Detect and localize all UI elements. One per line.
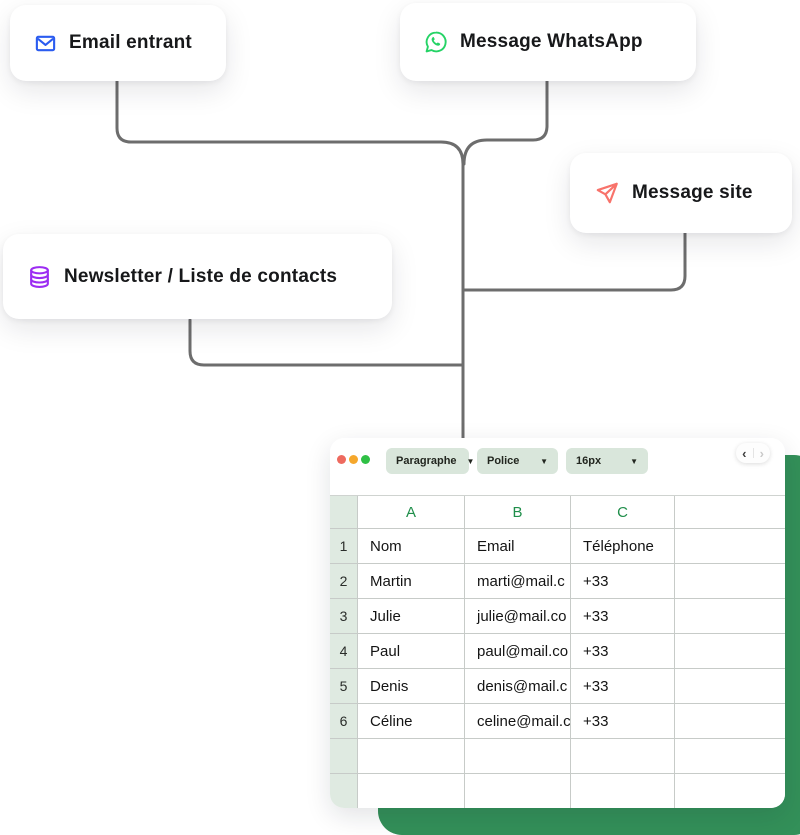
font-size-dropdown[interactable]: 16px ▼ [566, 448, 648, 474]
paragraph-style-value: Paragraphe [396, 455, 457, 467]
nav-divider [752, 448, 754, 458]
cell[interactable] [675, 529, 785, 564]
paragraph-style-dropdown[interactable]: Paragraphe ▼ [386, 448, 474, 474]
cell[interactable]: Nom [358, 529, 465, 564]
corner-cell [330, 496, 358, 529]
connector-site [461, 231, 687, 292]
cell[interactable] [675, 564, 785, 599]
connector-email [115, 79, 465, 446]
chevron-down-icon: ▼ [540, 456, 548, 466]
cell[interactable]: +33 [571, 599, 675, 634]
card-newsletter-contacts[interactable]: Newsletter / Liste de contacts [3, 234, 392, 319]
row-number: 5 [330, 669, 358, 704]
card-email-entrant[interactable]: Email entrant [10, 5, 226, 81]
row-number: 2 [330, 564, 358, 599]
format-toolbar: Paragraphe ▼ Police ▼ 16px ▼ [386, 448, 648, 474]
forward-chevron-icon[interactable]: › [759, 445, 764, 461]
window-header: Paragraphe ▼ Police ▼ 16px ▼ ‹ › [330, 438, 785, 495]
cell[interactable]: celine@mail.c [465, 704, 571, 739]
row-number: 4 [330, 634, 358, 669]
cell[interactable]: +33 [571, 634, 675, 669]
cell[interactable] [675, 739, 785, 774]
cell[interactable]: Email [465, 529, 571, 564]
close-window-button[interactable] [337, 455, 346, 464]
cell[interactable] [675, 599, 785, 634]
cell[interactable] [358, 774, 465, 808]
column-header-empty[interactable] [675, 496, 785, 529]
envelope-icon [35, 35, 56, 51]
cell[interactable]: julie@mail.co [465, 599, 571, 634]
connector-whatsapp [462, 79, 549, 166]
chevron-down-icon: ▼ [630, 456, 638, 466]
cell[interactable] [571, 774, 675, 808]
card-email-label: Email entrant [69, 32, 192, 53]
connector-newsletter [188, 318, 465, 367]
minimize-window-button[interactable] [349, 455, 358, 464]
traffic-lights [337, 455, 370, 464]
cell[interactable]: Denis [358, 669, 465, 704]
cell[interactable] [675, 669, 785, 704]
database-icon [30, 265, 49, 288]
cell[interactable] [465, 739, 571, 774]
cell[interactable]: Julie [358, 599, 465, 634]
cell[interactable]: marti@mail.c [465, 564, 571, 599]
cell[interactable] [358, 739, 465, 774]
column-header-A[interactable]: A [358, 496, 465, 529]
column-header-B[interactable]: B [465, 496, 571, 529]
column-header-C[interactable]: C [571, 496, 675, 529]
font-value: Police [487, 455, 520, 467]
whatsapp-icon [425, 31, 447, 53]
font-dropdown[interactable]: Police ▼ [477, 448, 558, 474]
paper-plane-icon [596, 182, 618, 204]
cell[interactable] [675, 634, 785, 669]
cell[interactable]: Paul [358, 634, 465, 669]
cell[interactable]: Martin [358, 564, 465, 599]
cell[interactable] [675, 774, 785, 808]
cell[interactable] [465, 774, 571, 808]
cell[interactable]: Téléphone [571, 529, 675, 564]
cell[interactable] [571, 739, 675, 774]
card-message-site[interactable]: Message site [570, 153, 792, 233]
chevron-down-icon: ▼ [466, 456, 475, 466]
back-chevron-icon[interactable]: ‹ [742, 445, 747, 461]
cell[interactable]: +33 [571, 704, 675, 739]
zoom-window-button[interactable] [361, 455, 370, 464]
cell[interactable]: +33 [571, 564, 675, 599]
cell[interactable]: +33 [571, 669, 675, 704]
card-message-whatsapp[interactable]: Message WhatsApp [400, 3, 696, 81]
cell[interactable]: paul@mail.co [465, 634, 571, 669]
row-number [330, 774, 358, 808]
card-whatsapp-label: Message WhatsApp [460, 31, 643, 52]
row-number [330, 739, 358, 774]
card-site-label: Message site [632, 182, 753, 203]
history-nav: ‹ › [736, 443, 770, 463]
font-size-value: 16px [576, 455, 602, 467]
row-number: 3 [330, 599, 358, 634]
card-newsletter-label: Newsletter / Liste de contacts [64, 265, 338, 287]
cell[interactable]: denis@mail.c [465, 669, 571, 704]
cell[interactable]: Céline [358, 704, 465, 739]
row-number: 1 [330, 529, 358, 564]
cell[interactable] [675, 704, 785, 739]
row-number: 6 [330, 704, 358, 739]
